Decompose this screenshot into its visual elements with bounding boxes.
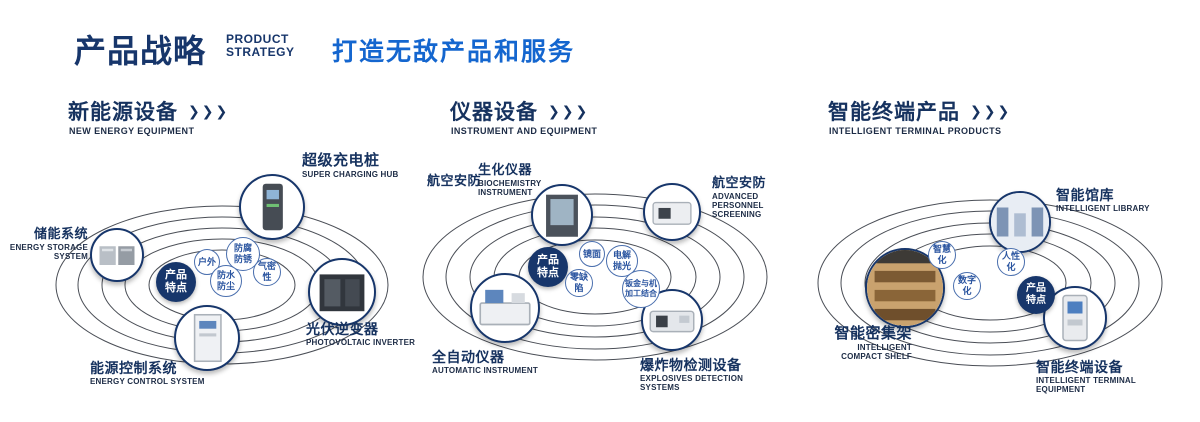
automatic-instrument-image (470, 273, 540, 343)
product-name: 全自动仪器 (432, 349, 505, 365)
product-name-en: ENERGY CONTROL SYSTEM (90, 377, 205, 387)
feature-label: 电解抛光 (613, 250, 632, 271)
intelligent-library-label: 智能馆库 INTELLIGENT LIBRARY (1056, 187, 1166, 213)
triple-chevron-icon: ❯❯❯ (188, 103, 230, 119)
product-name-en: INTELLIGENT LIBRARY (1056, 204, 1150, 214)
product-name: 航空安防 (427, 173, 482, 188)
product-name-en: PHOTOVOLTAIC INVERTER (306, 338, 416, 348)
product-name-en: SUPER CHARGING HUB (302, 170, 399, 180)
feature-label: 户外 (197, 256, 216, 267)
photovoltaic-inverter-image (308, 258, 376, 326)
feature-bubble: 人性化 (997, 248, 1025, 276)
feature-label: 智慧化 (932, 244, 951, 265)
product-features-badge-label: 产品特点 (165, 268, 187, 294)
product-name: 爆炸物检测设备 (640, 357, 742, 373)
section-title: 仪器设备 (450, 101, 538, 124)
kiosk-photo-icon (1062, 294, 1088, 342)
product-features-badge: 产品特点 (1017, 276, 1055, 314)
energy-control-system-image (174, 305, 240, 371)
biochem-cabinet-photo-icon (546, 194, 578, 237)
energy-storage-label: 储能系统 ENERGY STORAGE SYSTEM (2, 226, 88, 262)
feature-label: 人性化 (1001, 251, 1020, 272)
product-name: 智能馆库 (1056, 187, 1114, 203)
product-name: 储能系统 (33, 226, 88, 241)
section-subtitle: INTELLIGENT TERMINAL PRODUCTS (829, 126, 1002, 136)
product-name: 能源控制系统 (90, 360, 177, 376)
feature-label: 气密性 (257, 261, 276, 282)
product-name: 生化仪器 (478, 162, 533, 177)
page-title-en-line1: PRODUCT (226, 32, 289, 46)
product-name-en: ENERGY STORAGE SYSTEM (9, 242, 88, 262)
section-title: 智能终端产品 (828, 101, 960, 124)
triple-chevron-icon: ❯❯❯ (970, 103, 1012, 119)
product-name-en: ADVANCED PERSONNEL SCREENING (712, 191, 764, 220)
product-name: 智能终端设备 (1036, 359, 1123, 375)
product-name-en: INTELLIGENT TERMINAL EQUIPMENT (1036, 376, 1136, 395)
intelligent-library-image (989, 191, 1051, 253)
personnel-screening-label: 航空安防 ADVANCED PERSONNEL SCREENING (712, 175, 812, 220)
screening-machine-photo-icon (652, 201, 692, 225)
terminal-equipment-label: 智能终端设备 INTELLIGENT TERMINAL EQUIPMENT (1036, 359, 1186, 394)
compact-shelf-label: 智能密集架 INTELLIGENT COMPACT SHELF (822, 325, 912, 362)
super-charging-hub-image (239, 174, 305, 240)
product-name: 智能密集架 (834, 325, 912, 342)
section-subtitle: NEW ENERGY EQUIPMENT (69, 126, 195, 136)
feature-bubble: 智慧化 (928, 241, 956, 269)
feature-bubble: 钣金与机加工结合 (622, 270, 660, 308)
energy-storage-photo-icon (99, 246, 135, 265)
feature-bubble: 数字化 (953, 272, 981, 300)
page-title-en-line2: STRATEGY (226, 45, 295, 59)
energy-control-system-label: 能源控制系统 ENERGY CONTROL SYSTEM (90, 360, 220, 386)
feature-label: 数字化 (957, 275, 976, 296)
detection-machine-photo-icon (649, 310, 695, 333)
product-features-badge-label: 产品特点 (537, 253, 559, 279)
section-title-row: 新能源设备 ❯❯❯ (68, 96, 229, 126)
section-subtitle: INSTRUMENT AND EQUIPMENT (451, 126, 598, 136)
product-name: 超级充电桩 (302, 152, 380, 169)
energy-storage-image (90, 228, 144, 282)
product-name-en: INTELLIGENT COMPACT SHELF (841, 343, 912, 362)
section-title: 新能源设备 (68, 101, 178, 124)
product-name-en: AUTOMATIC INSTRUMENT (432, 366, 538, 376)
product-name-en: BIOCHEMISTRY INSTRUMENT (478, 178, 542, 198)
section-title-row: 仪器设备 ❯❯❯ (450, 96, 589, 126)
feature-bubble: 零缺陷 (565, 269, 593, 297)
charging-pile-photo-icon (262, 183, 283, 231)
automatic-instrument-label: 全自动仪器 AUTOMATIC INSTRUMENT (432, 349, 542, 375)
feature-label: 零缺陷 (569, 272, 588, 293)
product-features-badge-label: 产品特点 (1026, 283, 1046, 306)
slogan: 打造无敌产品和服务 (332, 38, 576, 66)
feature-bubble: 防水防尘 (210, 265, 242, 297)
feature-label: 钣金与机加工结合 (625, 279, 657, 298)
triple-chevron-icon: ❯❯❯ (548, 103, 590, 119)
super-charging-hub-label: 超级充电桩 SUPER CHARGING HUB (302, 152, 412, 179)
explosives-detection-label: 爆炸物检测设备 EXPLOSIVES DETECTION SYSTEMS (640, 357, 780, 392)
biochemistry-instrument-label: 生化仪器 BIOCHEMISTRY INSTRUMENT (478, 162, 588, 198)
analyzer-photo-icon (479, 289, 531, 326)
library-room-photo-icon (991, 193, 1049, 251)
product-name: 航空安防 (712, 175, 767, 190)
product-features-badge: 产品特点 (156, 262, 196, 302)
control-cabinet-photo-icon (193, 313, 222, 363)
product-features-badge: 产品特点 (528, 247, 568, 287)
inverter-photo-icon (319, 274, 365, 312)
product-name: 光伏逆变器 (306, 321, 379, 337)
feature-bubble: 镜面 (579, 241, 605, 267)
feature-label: 防水防尘 (217, 270, 236, 291)
page-title: 产品战略 (74, 33, 207, 69)
feature-label: 镜面 (582, 248, 601, 259)
feature-bubble: 气密性 (253, 258, 281, 286)
biochemistry-instrument-image (531, 184, 593, 246)
personnel-screening-image (643, 183, 701, 241)
feature-label: 防腐防锈 (234, 243, 253, 264)
aviation-security-label: 航空安防 (427, 173, 497, 189)
page-title-en: PRODUCT STRATEGY (226, 33, 294, 59)
photovoltaic-inverter-label: 光伏逆变器 PHOTOVOLTAIC INVERTER (306, 321, 416, 347)
product-name-en: EXPLOSIVES DETECTION SYSTEMS (640, 374, 744, 393)
section-title-row: 智能终端产品 ❯❯❯ (828, 96, 1011, 126)
